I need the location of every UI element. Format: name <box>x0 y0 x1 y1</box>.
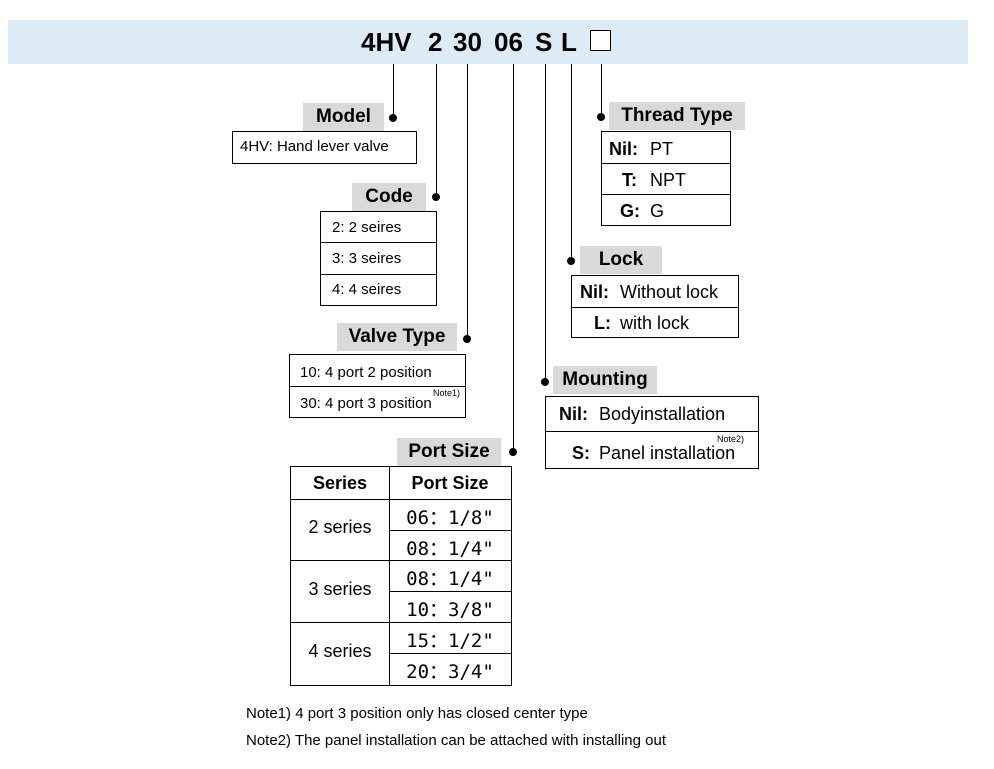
code-box: 2: 2 seires 3: 3 seires 4: 4 seires <box>320 211 437 306</box>
connector-code <box>436 64 437 197</box>
thread-value: G <box>650 201 665 221</box>
connector-dot-port-size <box>509 448 517 456</box>
connector-dot-lock <box>567 257 575 265</box>
port-size-series: 4 series <box>308 641 372 661</box>
thread-value: PT <box>650 139 674 159</box>
thread-key: Nil: <box>609 139 638 159</box>
thread-key: T: <box>622 170 637 190</box>
lock-divider <box>572 307 738 308</box>
valve-type-note-mark: Note1) <box>433 388 461 398</box>
connector-dot-valve-type <box>463 335 471 343</box>
port-size-value: 08：1/4" <box>406 568 494 590</box>
lock-label: Lock <box>580 246 662 274</box>
mounting-key: Nil: <box>559 404 588 424</box>
port-size-row-divider <box>389 591 511 592</box>
mounting-value: Bodyinstallation <box>599 404 726 424</box>
note-1: Note1) 4 port 3 position only has closed… <box>246 705 588 722</box>
port-size-row-divider <box>291 499 511 500</box>
connector-mounting <box>545 64 546 382</box>
port-size-value: 10：3/8" <box>406 599 494 621</box>
port-size-value: 15：1/2" <box>406 630 494 652</box>
mounting-label: Mounting <box>553 366 657 394</box>
connector-dot-thread <box>597 113 605 121</box>
connector-port-size <box>513 64 514 452</box>
connector-dot-model <box>389 114 397 122</box>
connector-model <box>393 64 394 118</box>
port-size-value: 08：1/4" <box>406 538 494 560</box>
model-code-banner <box>8 20 968 64</box>
code-part-model: 4HV <box>361 27 412 57</box>
code-part-mounting: S <box>535 27 553 57</box>
mounting-box: Nil: Bodyinstallation S: Panel installat… <box>545 396 759 469</box>
model-box: 4HV: Hand lever valve <box>232 131 417 164</box>
port-size-series: 2 series <box>308 517 372 537</box>
port-size-row-divider <box>291 560 511 561</box>
port-size-value: 06：1/8" <box>406 507 494 529</box>
port-size-series: 3 series <box>308 579 372 599</box>
code-row: 2: 2 seires <box>332 219 402 236</box>
mounting-note-mark: Note2) <box>717 434 745 444</box>
thread-value: NPT <box>650 170 686 190</box>
valve-type-label: Valve Type <box>337 323 457 351</box>
mounting-divider <box>546 431 758 432</box>
port-size-row-divider <box>389 653 511 654</box>
port-size-header-series: Series <box>312 473 368 493</box>
model-label: Model <box>303 103 384 131</box>
lock-value: Without lock <box>620 282 719 302</box>
lock-key: L: <box>594 313 611 333</box>
thread-type-label: Thread Type <box>609 102 745 130</box>
port-size-row-divider <box>389 530 511 531</box>
code-divider <box>321 274 436 275</box>
mounting-value: Panel installation <box>599 443 736 463</box>
code-part-valve-type: 30 <box>453 27 482 57</box>
lock-box: Nil: Without lock L: with lock <box>571 275 739 338</box>
mounting-key: S: <box>572 443 590 463</box>
connector-dot-code <box>432 193 440 201</box>
thread-divider <box>602 194 730 195</box>
lock-key: Nil: <box>580 282 609 302</box>
port-size-header-size: Port Size <box>411 473 489 493</box>
code-part-port-size: 06 <box>494 27 523 57</box>
thread-divider <box>602 163 730 164</box>
port-size-col-divider <box>389 467 390 685</box>
port-size-value: 20：3/4" <box>406 661 494 683</box>
code-part-thread-box <box>590 30 611 51</box>
valve-type-divider <box>290 386 465 387</box>
code-row: 3: 3 seires <box>332 250 402 267</box>
port-size-label: Port Size <box>397 438 501 466</box>
code-row: 4: 4 seires <box>332 281 402 298</box>
model-row: 4HV: Hand lever valve <box>240 138 389 155</box>
valve-type-row: 10: 4 port 2 position <box>300 364 432 381</box>
lock-value: with lock <box>620 313 690 333</box>
connector-valve-type <box>467 64 468 339</box>
code-part-series: 2 <box>428 27 443 57</box>
thread-key: G: <box>620 201 640 221</box>
valve-type-box: 10: 4 port 2 position 30: 4 port 3 posit… <box>289 354 466 418</box>
port-size-table: Series Port Size 2 series 06：1/8" 08：1/4… <box>290 466 512 686</box>
valve-type-row: 30: 4 port 3 position <box>300 395 432 412</box>
note-2: Note2) The panel installation can be att… <box>246 732 666 749</box>
port-size-row-divider <box>291 622 511 623</box>
connector-lock <box>571 64 572 261</box>
code-divider <box>321 242 436 243</box>
code-part-lock: L <box>561 27 577 57</box>
connector-thread <box>601 64 602 117</box>
code-label: Code <box>352 183 426 211</box>
thread-type-box: Nil: PT T: NPT G: G <box>601 131 731 226</box>
connector-dot-mounting <box>541 378 549 386</box>
